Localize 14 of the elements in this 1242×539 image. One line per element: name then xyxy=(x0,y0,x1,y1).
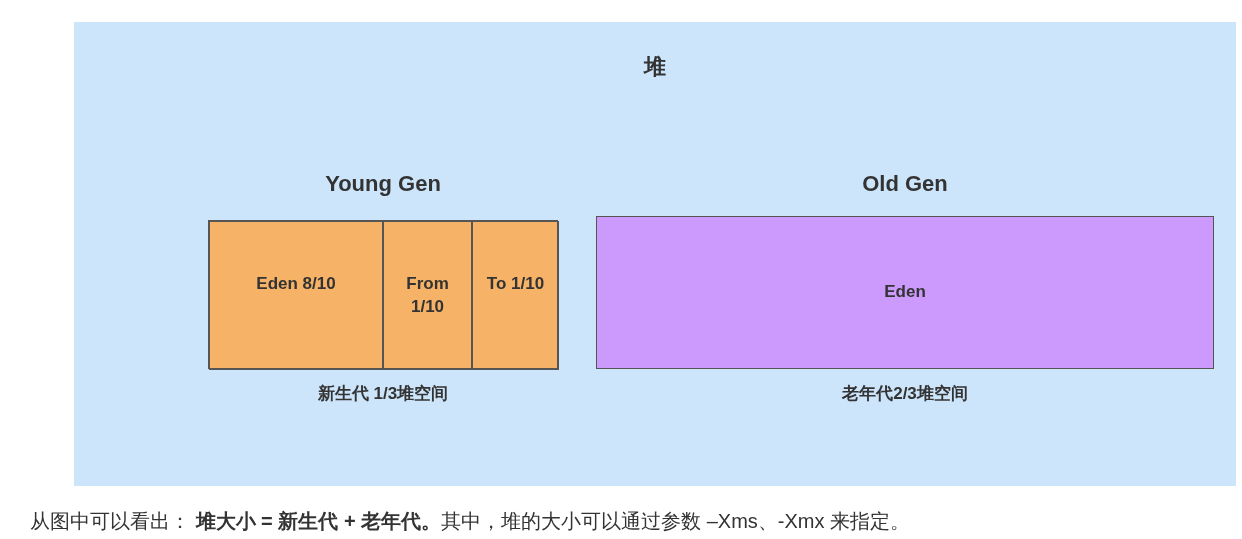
region-label: Eden xyxy=(883,282,927,302)
size-note: 老年代2/3堆空间 xyxy=(841,383,969,405)
heap-panel xyxy=(74,22,1236,486)
size-note: 新生代 1/3堆空间 xyxy=(316,383,450,405)
heading: 堆 xyxy=(642,53,667,81)
cell-label: To 1/10 xyxy=(485,273,546,295)
heading: Young Gen xyxy=(324,171,442,197)
caption: 从图中可以看出： 堆大小 = 新生代 + 老年代。其中，堆的大小可以通过参数 –Xms、-Xmx 来指定。 xyxy=(30,509,911,534)
region-cell xyxy=(209,221,383,370)
cell-label: Eden 8/10 xyxy=(255,273,337,295)
cell-label: From 1/10 xyxy=(405,273,450,318)
region-cell xyxy=(383,221,472,370)
region-cell xyxy=(472,221,559,370)
heading: Old Gen xyxy=(861,171,949,197)
